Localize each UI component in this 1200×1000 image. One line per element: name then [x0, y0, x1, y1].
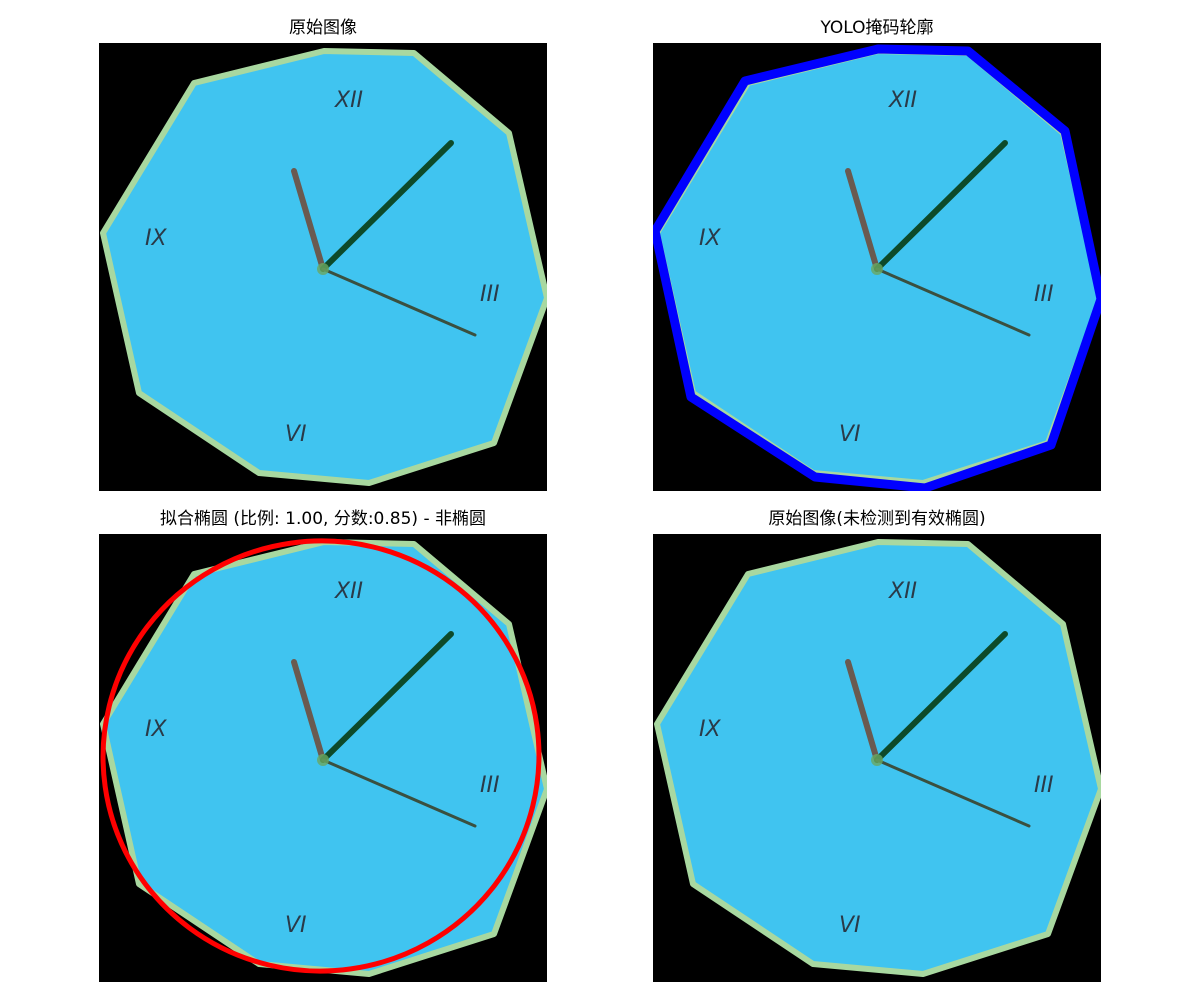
numeral-twelve: XII	[334, 579, 363, 604]
panel-title-original: 原始图像	[289, 18, 357, 38]
second-hand	[321, 758, 477, 828]
panel-image-yolo-contour: XII III VI IX	[653, 43, 1101, 491]
numeral-twelve: XII	[334, 88, 363, 113]
panel-title-no-valid-ellipse: 原始图像(未检测到有效椭圆)	[768, 509, 986, 529]
numeral-twelve: XII	[888, 88, 917, 113]
panel-title-yolo-contour: YOLO掩码轮廓	[820, 18, 934, 38]
numeral-twelve: XII	[888, 579, 917, 604]
numeral-nine: IX	[145, 226, 167, 251]
second-hand	[321, 267, 477, 337]
minute-hand	[874, 631, 1008, 763]
clock-center	[871, 754, 883, 766]
clock-center	[317, 263, 329, 275]
numeral-nine: IX	[145, 717, 167, 742]
numeral-three: III	[1034, 773, 1053, 798]
numeral-nine: IX	[699, 226, 721, 251]
numeral-three: III	[480, 773, 499, 798]
numeral-six: VI	[285, 913, 307, 938]
hour-hand	[291, 168, 326, 272]
second-hand	[875, 267, 1031, 337]
clock-image: XII III VI IX	[654, 539, 1101, 977]
second-hand	[875, 758, 1031, 828]
panel-image-no-valid-ellipse: XII III VI IX	[653, 534, 1101, 982]
clock-image: XII III VI IX	[100, 538, 547, 977]
hour-hand	[845, 659, 880, 763]
panel-image-original: XII III VI IX	[99, 43, 547, 491]
fitted-ellipse	[100, 538, 542, 974]
minute-hand	[874, 140, 1008, 272]
hour-hand	[845, 168, 880, 272]
minute-hand	[320, 631, 454, 763]
panel-image-fitted-ellipse: XII III VI IX	[99, 534, 547, 982]
yolo-mask-contour	[653, 44, 1101, 491]
numeral-six: VI	[839, 422, 861, 447]
minute-hand	[320, 140, 454, 272]
panel-title-fitted-ellipse: 拟合椭圆 (比例: 1.00, 分数:0.85) - 非椭圆	[160, 509, 486, 529]
numeral-six: VI	[285, 422, 307, 447]
numeral-six: VI	[839, 913, 861, 938]
clock-image: XII III VI IX	[653, 44, 1101, 491]
numeral-nine: IX	[699, 717, 721, 742]
numeral-three: III	[480, 282, 499, 307]
clock-center	[871, 263, 883, 275]
clock-center	[317, 754, 329, 766]
numeral-three: III	[1034, 282, 1053, 307]
clock-image: XII III VI IX	[100, 48, 547, 486]
hour-hand	[291, 659, 326, 763]
